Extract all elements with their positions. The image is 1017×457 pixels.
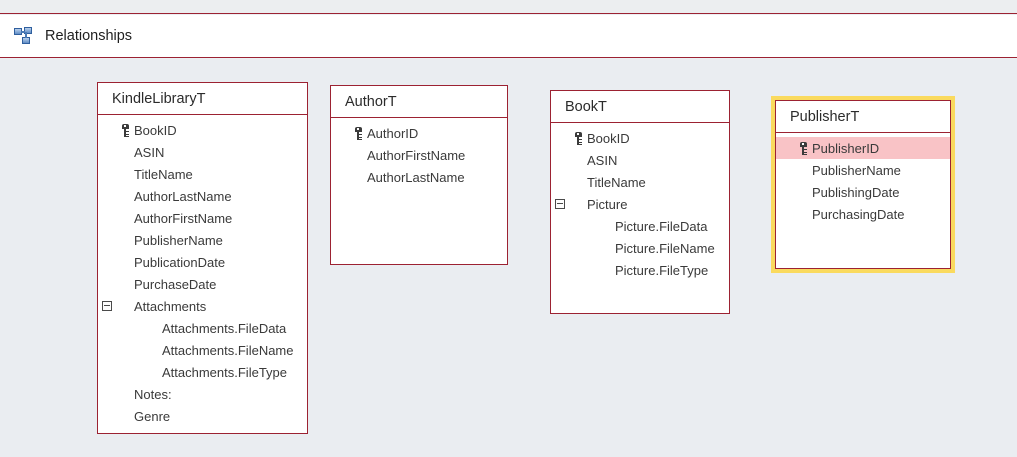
field-label: Picture.FileName xyxy=(615,240,715,256)
field-label: PublisherName xyxy=(812,162,901,178)
key-icon xyxy=(121,123,130,137)
field-row[interactable]: AuthorLastName xyxy=(98,185,307,207)
field-row[interactable]: AuthorFirstName xyxy=(98,207,307,229)
tab-relationships-label: Relationships xyxy=(45,27,133,44)
table-title[interactable]: AuthorT xyxy=(331,86,507,118)
field-row[interactable]: Picture.FileName xyxy=(551,237,729,259)
field-row[interactable]: PurchasingDate xyxy=(776,203,950,225)
field-label: Attachments.FileType xyxy=(162,364,287,380)
minus-box-icon[interactable] xyxy=(555,199,565,209)
minus-box-icon[interactable] xyxy=(102,301,112,311)
field-label: PublisherID xyxy=(812,140,880,156)
field-label: Attachments xyxy=(134,298,207,314)
field-row[interactable]: Attachments xyxy=(98,295,307,317)
field-row[interactable]: Attachments.FileData xyxy=(98,317,307,339)
field-label: PublicationDate xyxy=(134,254,226,270)
field-label: Picture.FileData xyxy=(615,218,708,234)
primary-key-slot xyxy=(569,131,587,145)
field-label: PublishingDate xyxy=(812,184,900,200)
field-row[interactable]: ASIN xyxy=(98,141,307,163)
field-label: Picture.FileType xyxy=(615,262,709,278)
relationships-icon xyxy=(14,27,32,45)
primary-key-slot xyxy=(349,126,367,140)
field-label: AuthorLastName xyxy=(134,188,232,204)
field-label: BookID xyxy=(587,130,630,146)
field-row[interactable]: TitleName xyxy=(551,171,729,193)
field-row[interactable]: Picture xyxy=(551,193,729,215)
field-row[interactable]: AuthorLastName xyxy=(331,166,507,188)
field-row[interactable]: AuthorID xyxy=(331,122,507,144)
field-label: Attachments.FileData xyxy=(162,320,287,336)
field-label: Attachments.FileName xyxy=(162,342,294,358)
primary-key-slot xyxy=(794,141,812,155)
field-row[interactable]: PublisherID xyxy=(776,137,950,159)
table-title[interactable]: PublisherT xyxy=(776,101,950,133)
key-icon xyxy=(354,126,363,140)
field-row[interactable]: BookID xyxy=(98,119,307,141)
field-row[interactable]: PurchaseDate xyxy=(98,273,307,295)
field-label: AuthorFirstName xyxy=(367,147,466,163)
tab-relationships[interactable]: Relationships xyxy=(0,15,150,57)
field-row[interactable]: PublishingDate xyxy=(776,181,950,203)
ribbon-bottom-strip xyxy=(0,0,1017,14)
field-label: ASIN xyxy=(134,144,165,160)
field-row[interactable]: Picture.FileData xyxy=(551,215,729,237)
document-tab-bar: Relationships xyxy=(0,15,1017,58)
primary-key-slot xyxy=(116,123,134,137)
field-row[interactable]: BookID xyxy=(551,127,729,149)
field-label: BookID xyxy=(134,122,177,138)
field-label: PurchaseDate xyxy=(134,276,217,292)
key-icon xyxy=(799,141,808,155)
field-row[interactable]: TitleName xyxy=(98,163,307,185)
field-label: TitleName xyxy=(587,174,646,190)
field-label: Notes: xyxy=(134,386,172,402)
field-label: PublisherName xyxy=(134,232,223,248)
field-row[interactable]: AuthorFirstName xyxy=(331,144,507,166)
field-label: AuthorFirstName xyxy=(134,210,233,226)
collapse-toggle[interactable] xyxy=(551,199,569,209)
field-row[interactable]: PublicationDate xyxy=(98,251,307,273)
field-row[interactable]: Genre xyxy=(98,405,307,427)
field-label: TitleName xyxy=(134,166,193,182)
field-label: PurchasingDate xyxy=(812,206,905,222)
table-title[interactable]: BookT xyxy=(551,91,729,123)
collapse-toggle[interactable] xyxy=(98,301,116,311)
field-row[interactable]: Picture.FileType xyxy=(551,259,729,281)
field-label: AuthorID xyxy=(367,125,419,141)
field-label: ASIN xyxy=(587,152,618,168)
field-row[interactable]: Attachments.FileName xyxy=(98,339,307,361)
field-row[interactable]: PublisherName xyxy=(98,229,307,251)
field-row[interactable]: Attachments.FileType xyxy=(98,361,307,383)
field-row[interactable]: Notes: xyxy=(98,383,307,405)
field-row[interactable]: ASIN xyxy=(551,149,729,171)
field-label: Genre xyxy=(134,408,171,424)
field-row[interactable]: PublisherName xyxy=(776,159,950,181)
field-label: AuthorLastName xyxy=(367,169,465,185)
key-icon xyxy=(574,131,583,145)
field-label: Picture xyxy=(587,196,628,212)
table-title[interactable]: KindleLibraryT xyxy=(98,83,307,115)
